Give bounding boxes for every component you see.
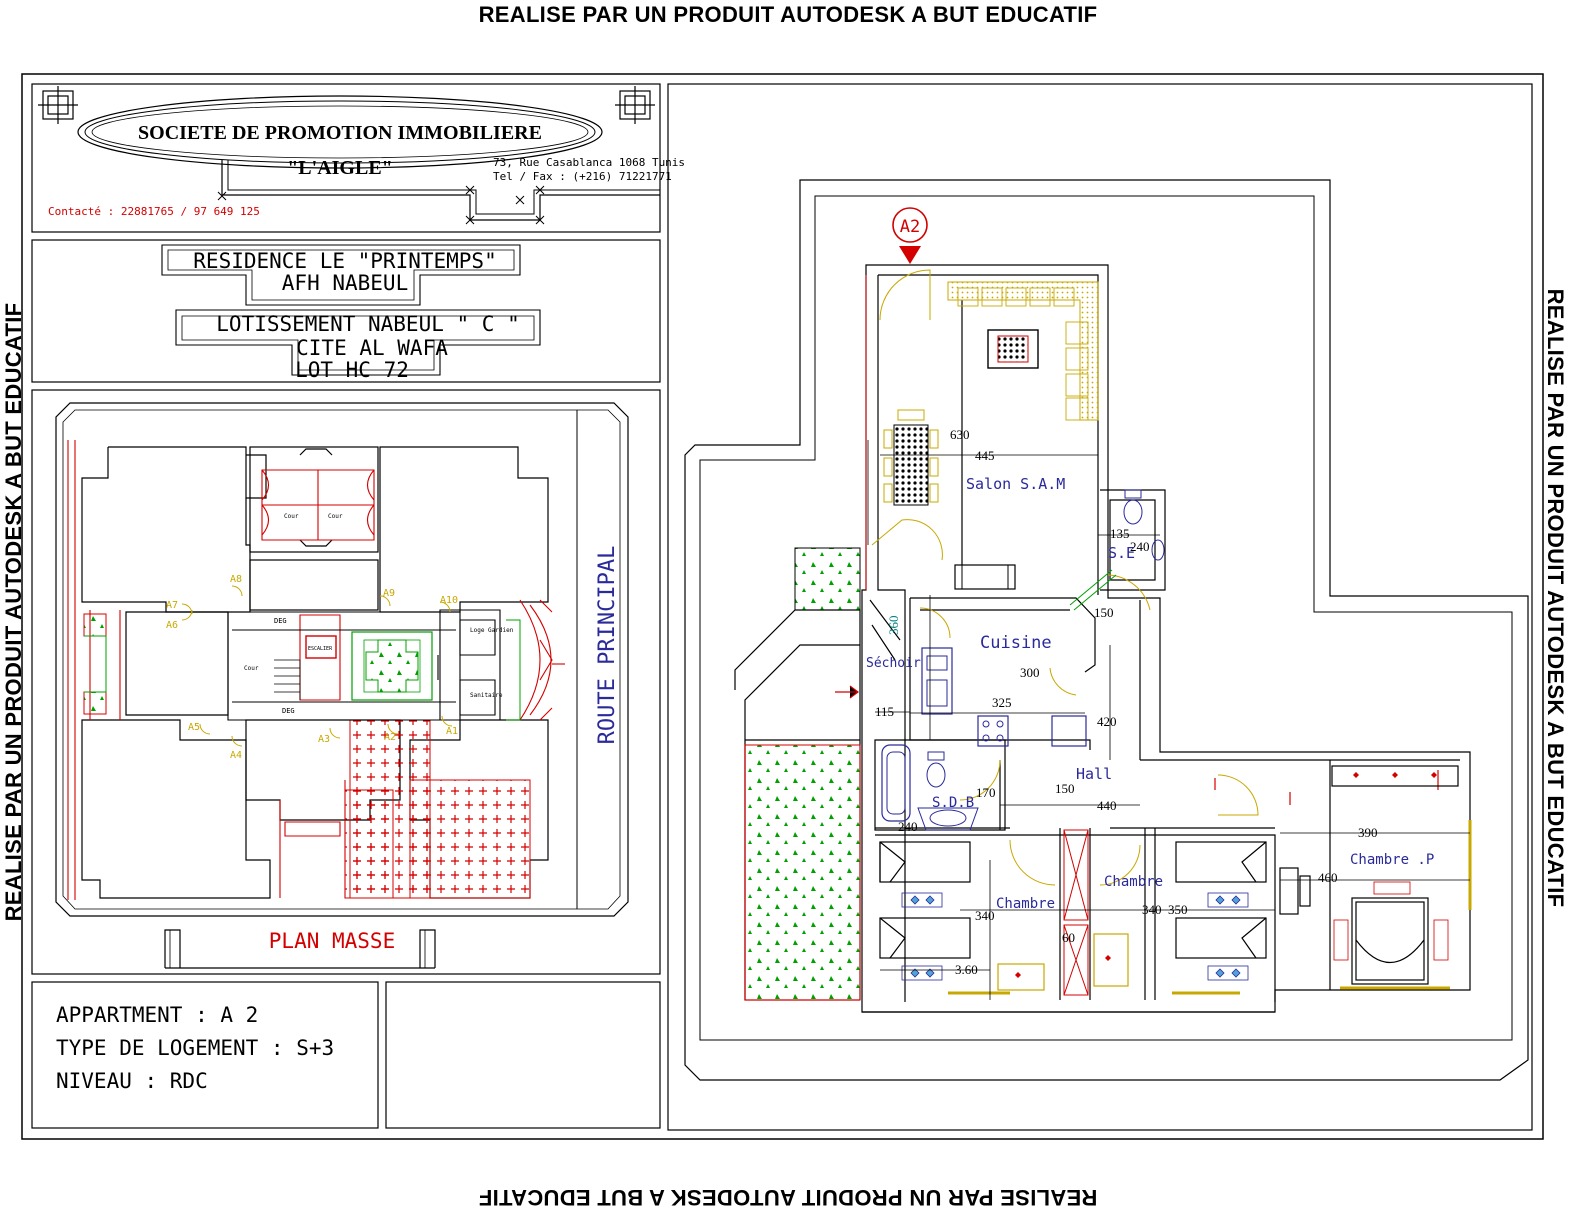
info-type: TYPE DE LOGEMENT : S+3 [56, 1036, 334, 1060]
room-chambre-1: Chambre [996, 896, 1055, 912]
7-label: A8 [230, 574, 242, 585]
escalier-label: ESCALIER [308, 646, 333, 652]
d340b-label: 340 [1142, 902, 1162, 917]
watermark-top: REALISE PAR UN PRODUIT AUTODESK A BUT ED… [478, 2, 1098, 27]
room-sechoir: Séchoir [866, 656, 921, 671]
room-se: S.E [1108, 544, 1135, 562]
3-label: A4 [230, 750, 242, 761]
info-block: APPARTMENT : A 2 TYPE DE LOGEMENT : S+3 … [31, 981, 661, 1129]
d630-label: 630 [950, 427, 970, 442]
room-labels: Salon S.A.M S.E Cuisine Séchoir Hall S.D… [866, 475, 1434, 912]
d150a-label: 150 [1094, 605, 1114, 620]
floor-plan-block: A2 [667, 83, 1533, 1131]
dimension-labels: 630 445 135 240 150 300 325 115 420 170 … [875, 427, 1378, 977]
9-label: A10 [440, 595, 458, 606]
0-label: A1 [446, 726, 458, 737]
company-block: SOCIETE DE PROMOTION IMMOBILIERE "L'AIGL… [31, 83, 685, 233]
project-lotissement: LOTISSEMENT NABEUL " C " [216, 312, 519, 336]
logo-left-icon [38, 86, 78, 124]
room-chambre-2: Chambre [1104, 874, 1163, 890]
4-label: A5 [188, 722, 200, 733]
project-location: AFH NABEUL [282, 271, 408, 295]
cour-label-2: Cour [328, 513, 343, 520]
d300-label: 300 [1020, 665, 1040, 680]
d115-label: 115 [875, 704, 894, 719]
toilet-icon [926, 489, 1165, 788]
room-sdb: S.D.B [932, 795, 974, 811]
2-label: A3 [318, 734, 330, 745]
loge-label: Loge Gardien [470, 627, 514, 634]
info-apartment: APPARTMENT : A 2 [56, 1003, 258, 1027]
deg-label-1: DEG [274, 617, 287, 625]
1-label: A2 [384, 732, 396, 743]
entrance-marker-label: A2 [900, 217, 920, 237]
8-label: A9 [383, 588, 395, 599]
6-label: A7 [166, 600, 178, 611]
sink-icon [917, 807, 979, 831]
logo-right-icon [615, 86, 655, 124]
project-block: RESIDENCE LE "PRINTEMPS" AFH NABEUL LOTI… [31, 239, 661, 383]
d360b-label: 3.60 [955, 962, 978, 977]
room-hall: Hall [1076, 765, 1112, 783]
d135-label: 135 [1110, 526, 1130, 541]
beds [879, 765, 1459, 991]
d240a-label: 240 [1130, 539, 1150, 554]
d460-label: 460 [1318, 870, 1338, 885]
company-phone: Tel / Fax : (+216) 71221771 [493, 170, 672, 183]
project-residence: RESIDENCE LE "PRINTEMPS" [193, 249, 496, 273]
company-name: SOCIETE DE PROMOTION IMMOBILIERE [138, 122, 542, 144]
entrance-marker-a2: A2 [892, 207, 928, 264]
room-chambre-p: Chambre .P [1350, 852, 1434, 868]
info-level: NIVEAU : RDC [56, 1069, 208, 1093]
d240b-label: 240 [898, 819, 918, 834]
kitchen-appliances [921, 564, 1087, 747]
d445-label: 445 [975, 448, 995, 463]
deg-label-2: DEG [282, 707, 295, 715]
project-cite: CITE AL WAFA [296, 336, 448, 360]
sheet-frame [21, 73, 1544, 1140]
d350-label: 350 [1168, 902, 1188, 917]
d440-label: 440 [1097, 798, 1117, 813]
dining-table-icon [883, 409, 939, 506]
rugs [901, 881, 1449, 981]
project-lot: LOT HC 72 [295, 358, 409, 382]
road-label: ROUTE PRINCIPAL [595, 546, 620, 745]
d60-label: 60 [1062, 930, 1075, 945]
company-oval-frame [77, 95, 603, 169]
stairs-icon [274, 659, 301, 700]
d340a-label: 340 [975, 908, 995, 923]
room-cuisine: Cuisine [980, 633, 1052, 653]
d390-label: 390 [1358, 825, 1378, 840]
d150b-label: 150 [1055, 781, 1075, 796]
cour-label-1: Cour [284, 513, 299, 520]
doors [871, 269, 1259, 886]
plan-masse-title: PLAN MASSE [269, 929, 395, 953]
5-label: A6 [166, 620, 178, 631]
plan-masse-block: ROUTE PRINCIPAL [31, 389, 661, 975]
bathtub-icon [881, 744, 911, 822]
cour-label-3: Cour [244, 665, 259, 672]
company-brand: "L'AIGLE" [287, 157, 393, 179]
dim-360: 360 [886, 616, 901, 636]
room-salon: Salon S.A.M [966, 475, 1065, 493]
company-address: 73, Rue Casablanca 1068 Tunis [493, 156, 685, 169]
d170-label: 170 [976, 785, 996, 800]
d325-label: 325 [992, 695, 1012, 710]
sanitaire-label: Sanitaire [470, 692, 503, 699]
company-contact: Contacté : 22881765 / 97 649 125 [48, 205, 260, 218]
coffee-table-icon [987, 329, 1039, 369]
apartment-labels: A1 A2 A3 A4 A5 A6 A7 A8 A9 A10 [166, 574, 458, 761]
d420-label: 420 [1097, 714, 1117, 729]
